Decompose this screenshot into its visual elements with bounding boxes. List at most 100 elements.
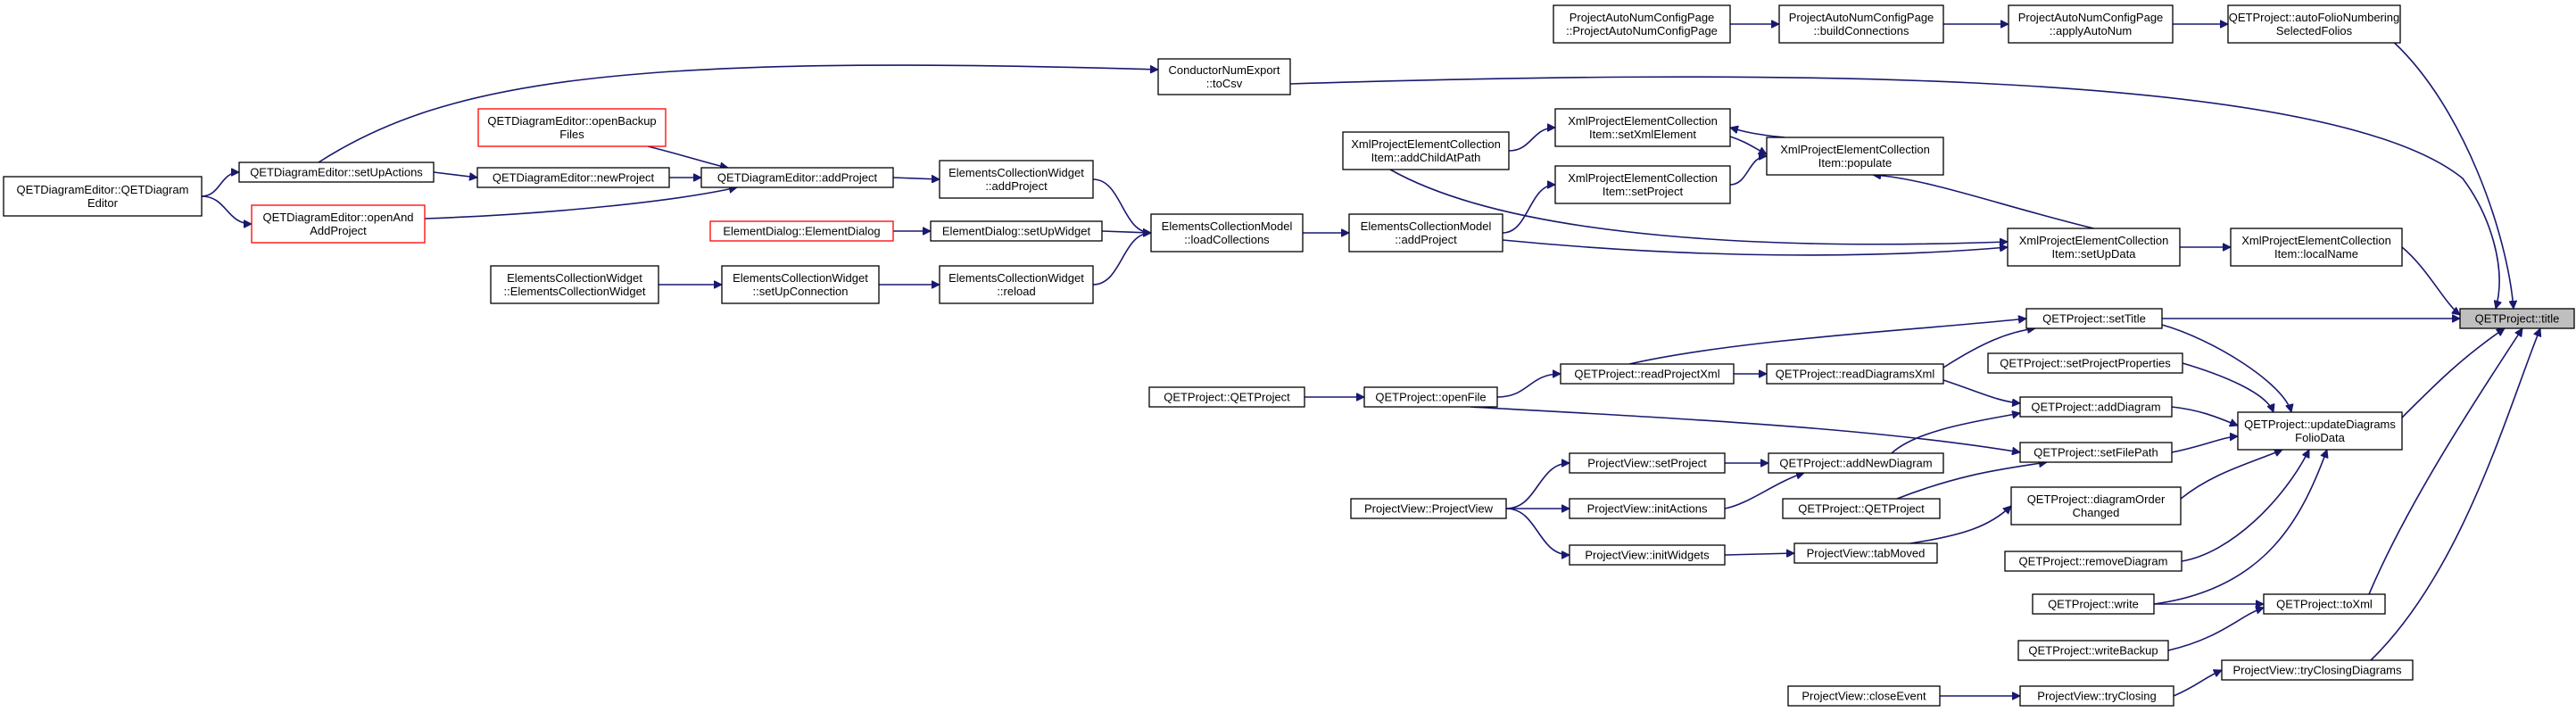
node-box	[490, 265, 659, 304]
edge-xmlProjectElementCollection_setProject-to-xmlProjectElementCollection_populate	[1729, 156, 1768, 186]
node-label: Item::localName	[2274, 247, 2358, 261]
node-projectView_ctor[interactable]: ProjectView::ProjectView	[1350, 498, 1507, 519]
node-qetDiagramEditor_newProject[interactable]: QETDiagramEditor::newProject	[476, 167, 670, 188]
node-qetProject_writeBackup[interactable]: QETProject::writeBackup	[2017, 640, 2169, 661]
node-qetProject_setProjectProperties[interactable]: QETProject::setProjectProperties	[1987, 352, 2183, 374]
node-projectView_tabMoved[interactable]: ProjectView::tabMoved	[1793, 542, 1938, 564]
edge-qetDiagramEditor_setUpActions-to-qetDiagramEditor_newProject	[433, 171, 477, 178]
edge-line	[1505, 463, 1570, 509]
node-elementsCollectionWidget_ctor[interactable]: ElementsCollectionWidget::ElementsCollec…	[490, 265, 659, 304]
node-label: QETProject::openFile	[1375, 391, 1486, 404]
node-elementsCollectionModel_loadCollections[interactable]: ElementsCollectionModel::loadCollections	[1150, 213, 1304, 253]
node-qetProject_autoFolioNumberingSelectedFolios[interactable]: QETProject::autoFolioNumberingSelectedFo…	[2227, 4, 2401, 44]
node-qetProject_ctor2[interactable]: QETProject::QETProject	[1782, 498, 1941, 519]
edge-elementsCollectionModel_addProject-to-xmlProjectElementCollection_setProject	[1502, 185, 1556, 234]
node-box	[1148, 386, 1305, 408]
node-box	[1766, 363, 1944, 385]
node-label: FolioData	[2295, 431, 2345, 444]
node-label: ProjectView::initWidgets	[1585, 549, 1710, 562]
node-elementDialog_ctor[interactable]: ElementDialog::ElementDialog	[709, 220, 894, 242]
node-xmlProjectElementCollection_setUpData[interactable]: XmlProjectElementCollectionItem::setUpDa…	[2007, 228, 2181, 267]
edge-line	[892, 178, 940, 179]
node-xmlProjectElementCollection_setProject[interactable]: XmlProjectElementCollectionItem::setProj…	[1554, 165, 1731, 204]
node-projectAutoNumConfigPage_applyAutoNum[interactable]: ProjectAutoNumConfigPage::applyAutoNum	[2008, 4, 2174, 44]
node-label: ::ElementsCollectionWidget	[504, 285, 646, 298]
node-qetProject_addNewDiagram[interactable]: QETProject::addNewDiagram	[1768, 452, 1944, 474]
node-xmlProjectElementCollection_addChildAtPath[interactable]: XmlProjectElementCollectionItem::addChil…	[1342, 131, 1510, 170]
edge-line	[1502, 185, 1556, 234]
node-label: XmlProjectElementCollection	[1568, 114, 1718, 128]
node-label: ::addProject	[1395, 233, 1457, 246]
edge-qetProject_write-to-qetProject_updateDiagramsFolioData	[2153, 450, 2327, 605]
edge-qetProject_addDiagram-to-qetProject_updateDiagramsFolioData	[2171, 406, 2238, 426]
node-label: ProjectView::closeEvent	[1802, 690, 1926, 703]
node-qetDiagramEditor_setUpActions[interactable]: QETDiagramEditor::setUpActions	[238, 161, 435, 183]
edge-line	[2173, 670, 2222, 697]
node-qetProject_removeDiagram[interactable]: QETProject::removeDiagram	[2004, 551, 2183, 572]
node-xmlProjectElementCollection_populate[interactable]: XmlProjectElementCollectionItem::populat…	[1766, 137, 1944, 176]
node-box	[1348, 213, 1503, 253]
node-xmlProjectElementCollection_localName[interactable]: XmlProjectElementCollectionItem::localNa…	[2230, 228, 2403, 267]
node-box	[2017, 640, 2169, 661]
node-elementsCollectionModel_addProject[interactable]: ElementsCollectionModel::addProject	[1348, 213, 1503, 253]
node-box	[2019, 396, 2173, 418]
node-elementDialog_setUpWidget[interactable]: ElementDialog::setUpWidget	[930, 220, 1103, 242]
node-projectView_setProject[interactable]: ProjectView::setProject	[1569, 452, 1726, 474]
node-projectAutoNumConfigPage_buildConnections[interactable]: ProjectAutoNumConfigPage::buildConnectio…	[1778, 4, 1944, 44]
node-label: QETProject::updateDiagrams	[2244, 418, 2396, 431]
edge-qetProject_writeBackup-to-qetProject_toXml	[2167, 608, 2264, 651]
node-elementsCollectionWidget_setUpConnection[interactable]: ElementsCollectionWidget::setUpConnectio…	[721, 265, 880, 304]
node-box	[1782, 498, 1941, 519]
node-qetProject_write[interactable]: QETProject::write	[2032, 593, 2155, 615]
node-projectAutoNumConfigPage_ctor[interactable]: ProjectAutoNumConfigPage::ProjectAutoNum…	[1553, 4, 1731, 44]
edge-qetDiagramEditor_openBackupFiles-to-qetDiagramEditor_addProject	[647, 145, 728, 168]
edge-line	[2368, 328, 2523, 595]
node-qetProject_readDiagramsXml[interactable]: QETProject::readDiagramsXml	[1766, 363, 1944, 385]
node-projectView_tryClosing[interactable]: ProjectView::tryClosing	[2019, 685, 2174, 707]
edge-projectView_ctor-to-projectView_initWidgets	[1505, 508, 1570, 555]
node-projectView_initWidgets[interactable]: ProjectView::initWidgets	[1569, 544, 1726, 566]
edge-elementsCollectionWidget_addProject-to-elementsCollectionModel_loadCollections	[1092, 178, 1152, 233]
edge-elementsCollectionModel_addProject-to-xmlProjectElementCollection_setUpData	[1502, 239, 2008, 256]
node-box	[1987, 352, 2183, 374]
node-projectView_initActions[interactable]: ProjectView::initActions	[1569, 498, 1726, 519]
edge-qetProject_removeDiagram-to-qetProject_updateDiagramsFolioData	[2181, 450, 2310, 562]
node-box	[1363, 386, 1498, 408]
node-box	[2010, 486, 2182, 526]
node-qetProject_openFile[interactable]: QETProject::openFile	[1363, 386, 1498, 408]
edge-line	[1942, 379, 2020, 403]
node-elementsCollectionWidget_addProject[interactable]: ElementsCollectionWidget::addProject	[939, 160, 1094, 199]
node-box	[1554, 108, 1731, 147]
edge-qetProject_addNewDiagram-to-qetProject_addDiagram	[1891, 413, 2020, 454]
node-projectView_closeEvent[interactable]: ProjectView::closeEvent	[1787, 685, 1941, 707]
node-box	[2019, 442, 2173, 463]
node-qetDiagramEditor_addProject[interactable]: QETDiagramEditor::addProject	[700, 167, 894, 188]
node-qetProject_setFilePath[interactable]: QETProject::setFilePath	[2019, 442, 2173, 463]
node-label: QETProject::removeDiagram	[2019, 555, 2168, 568]
node-qetProject_ctor[interactable]: QETProject::QETProject	[1148, 386, 1305, 408]
node-box	[1553, 4, 1731, 44]
node-label: QETProject::setProjectProperties	[2000, 357, 2171, 370]
node-box	[2221, 659, 2414, 681]
node-label: QETDiagramEditor::addProject	[717, 171, 878, 185]
node-projectView_tryClosingDiagrams[interactable]: ProjectView::tryClosingDiagrams	[2221, 659, 2414, 681]
edge-elementsCollectionWidget_reload-to-elementsCollectionModel_loadCollections	[1092, 233, 1152, 286]
node-label: Item::addChildAtPath	[1371, 151, 1481, 164]
node-xmlProjectElementCollection_setXmlElement[interactable]: XmlProjectElementCollectionItem::setXmlE…	[1554, 108, 1731, 147]
node-label: SelectedFolios	[2276, 24, 2353, 37]
node-conductorNumExport_toCsv[interactable]: ConductorNumExport::toCsv	[1157, 58, 1291, 95]
node-elementsCollectionWidget_reload[interactable]: ElementsCollectionWidget::reload	[939, 265, 1094, 304]
node-qetProject_toXml[interactable]: QETProject::toXml	[2263, 593, 2386, 615]
edge-line	[1092, 178, 1152, 233]
node-qetProject_readProjectXml[interactable]: QETProject::readProjectXml	[1560, 363, 1735, 385]
node-qetProject_title[interactable]: QETProject::title	[2459, 308, 2575, 329]
edge-projectView_tabMoved-to-qetProject_diagramOrderChanged	[1909, 506, 2011, 544]
node-qetProject_addDiagram[interactable]: QETProject::addDiagram	[2019, 396, 2173, 418]
node-qetProject_setTitle[interactable]: QETProject::setTitle	[2025, 308, 2163, 329]
node-qetDiagramEditor_ctor[interactable]: QETDiagramEditor::QETDiagramEditor	[3, 176, 203, 217]
node-label: QETProject::writeBackup	[2028, 644, 2158, 658]
